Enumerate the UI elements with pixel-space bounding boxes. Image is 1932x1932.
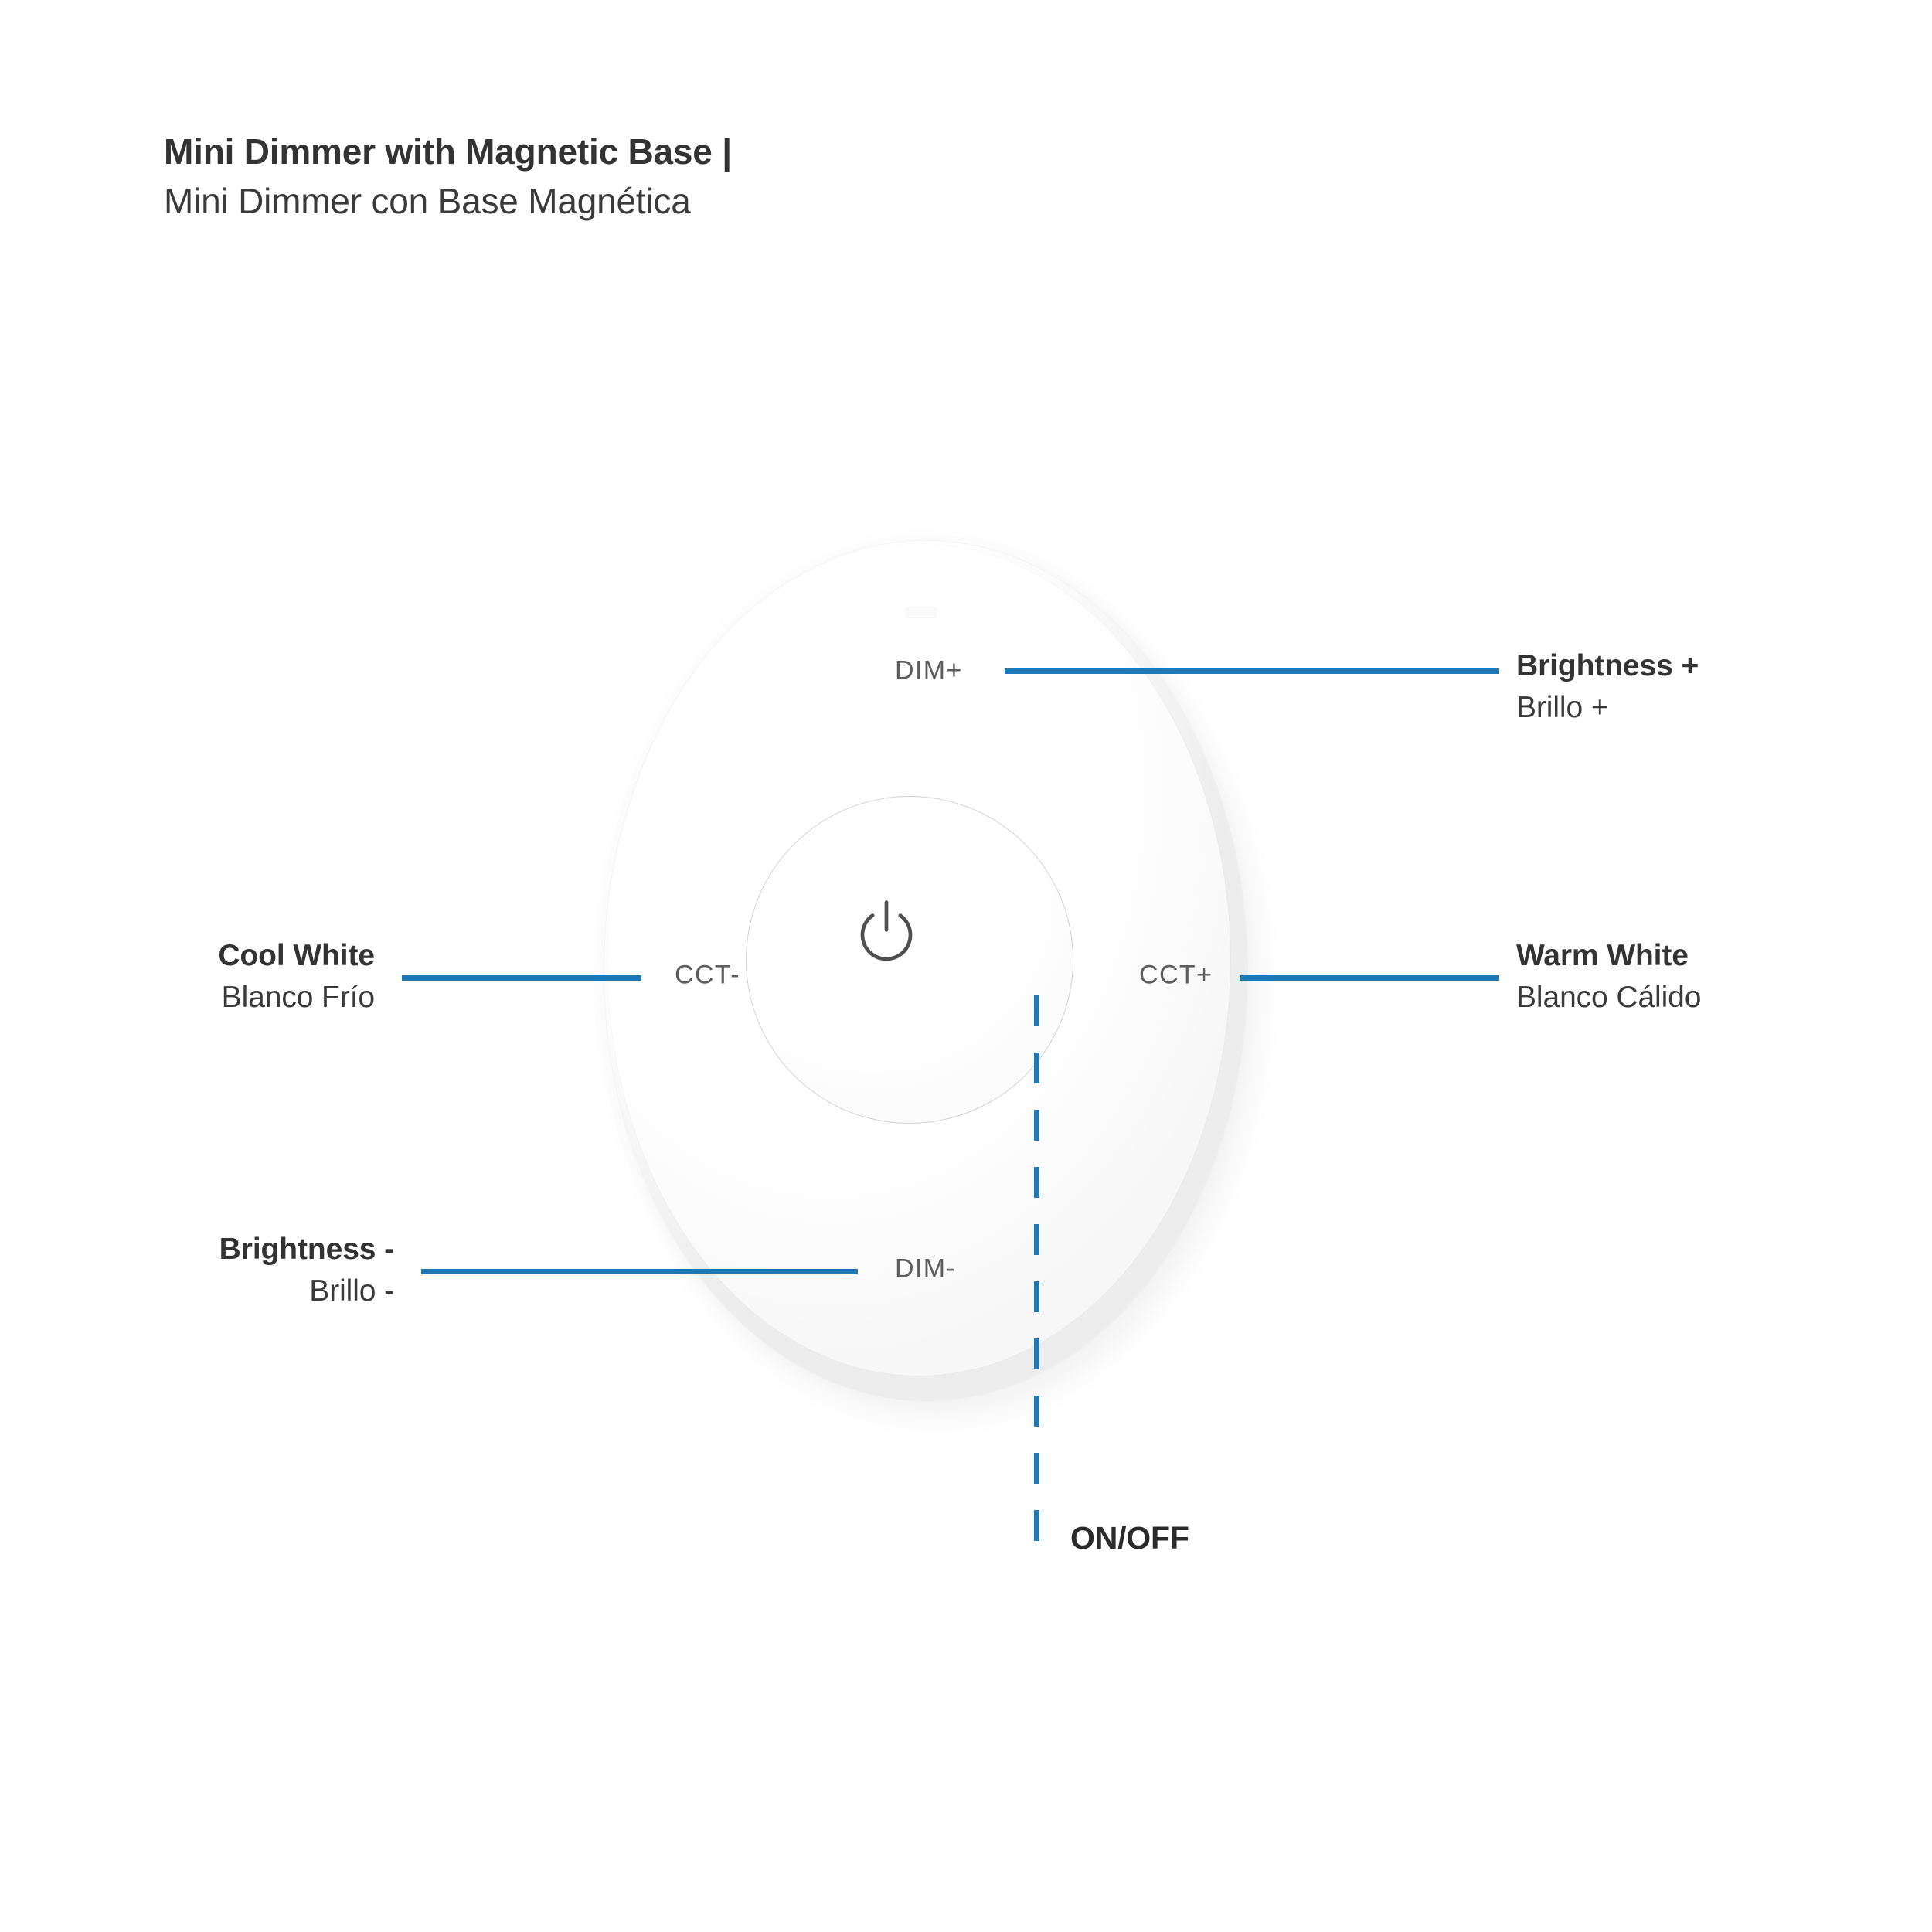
- mini-dimmer-device: [604, 541, 1247, 1400]
- callout-brightness-minus: Brightness - Brillo -: [219, 1231, 394, 1309]
- page-title-english: Mini Dimmer with Magnetic Base |: [164, 131, 732, 172]
- led-indicator-icon: [905, 607, 937, 617]
- silk-label-cct-minus[interactable]: CCT-: [675, 960, 740, 990]
- leader-line-on-off: [1034, 995, 1039, 1546]
- page-title-spanish: Mini Dimmer con Base Magnética: [164, 181, 691, 222]
- leader-line-warm-white: [1240, 975, 1499, 981]
- callout-title-warm-white: Warm White: [1516, 939, 1689, 972]
- callout-sub-brightness-plus: Brillo +: [1516, 690, 1609, 724]
- callout-brightness-plus: Brightness + Brillo +: [1516, 648, 1699, 726]
- leader-line-cool-white: [402, 975, 641, 981]
- callout-sub-brightness-minus: Brillo -: [309, 1274, 394, 1308]
- callout-cool-white: Cool White Blanco Frío: [218, 937, 375, 1015]
- callout-title-brightness-plus: Brightness +: [1516, 649, 1699, 682]
- callout-title-cool-white: Cool White: [218, 939, 375, 972]
- page-title-block: Mini Dimmer with Magnetic Base | Mini Di…: [164, 130, 1091, 223]
- silk-label-cct-plus[interactable]: CCT+: [1139, 960, 1213, 990]
- leader-line-brightness-minus: [421, 1269, 858, 1274]
- callout-title-brightness-minus: Brightness -: [219, 1233, 394, 1266]
- callout-sub-cool-white: Blanco Frío: [221, 980, 375, 1014]
- power-button[interactable]: [746, 796, 1073, 1124]
- silk-label-dim-plus[interactable]: DIM+: [895, 655, 963, 685]
- callout-sub-warm-white: Blanco Cálido: [1516, 980, 1702, 1014]
- silk-label-dim-minus[interactable]: DIM-: [895, 1253, 957, 1284]
- callout-label-on-off: ON/OFF: [1070, 1520, 1189, 1556]
- callout-warm-white: Warm White Blanco Cálido: [1516, 937, 1701, 1015]
- leader-line-brightness-plus: [1005, 668, 1499, 674]
- power-icon: [860, 900, 913, 961]
